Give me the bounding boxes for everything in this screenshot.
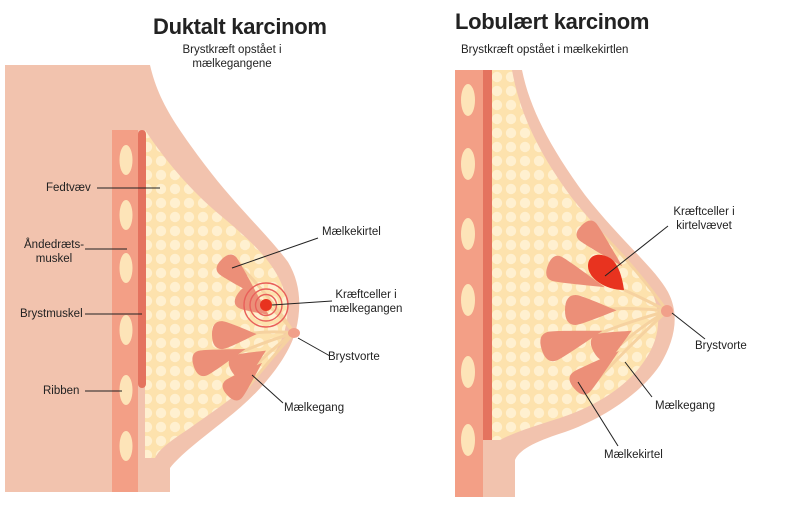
left-lobule-2 [234,286,269,315]
right-lobule-5 [590,330,632,361]
label-left-nipple: Brystvorte [328,351,380,363]
right-lobule-3 [564,294,617,325]
right-cancer-lobule [588,254,624,290]
right-lobule-2 [546,255,605,288]
right-duct-6 [595,309,669,382]
left-rib-4 [119,315,133,345]
right-lobules [540,220,632,395]
label-breathing-muscle: Åndedræts- muskel [24,239,85,265]
left-breast-illustration [5,65,300,492]
right-breast-illustration [455,70,675,497]
right-ribs [461,84,475,456]
left-rib-2 [119,200,133,230]
left-lobule-6 [222,362,263,401]
right-breathing-muscle [483,70,492,440]
right-nipple [661,305,673,317]
leader-left-duct [251,374,284,404]
label-chest-muscle: Brystmuskel [20,308,83,320]
leader-left-gland [231,237,319,269]
right-rib-5 [461,356,475,388]
left-nipple [288,328,300,338]
right-duct-1 [600,232,669,312]
left-rib-3 [119,253,133,283]
label-fat: Fedtvæv [46,182,91,194]
left-rib-5 [119,375,133,405]
label-left-cancer: Kræftceller i mælkegangen [329,289,403,315]
leader-lines [85,187,706,447]
label-left-gland: Mælkekirtel [322,226,381,238]
label-right-cancer: Kræftceller i kirtelvævet [673,206,735,232]
leader-right-cancer [604,225,669,277]
label-ribs: Ribben [43,385,80,397]
left-cancer-marker [243,282,289,328]
right-rib-2 [461,148,475,180]
label-right-nipple: Brystvorte [695,340,747,352]
left-rib-6 [119,431,133,461]
right-lobule-6 [569,351,619,395]
right-lobule-4 [540,330,603,362]
right-subtitle: Brystkræft opstået i mælkekirtlen [461,44,629,56]
right-rib-4 [461,284,475,316]
left-rib-1 [119,145,133,175]
left-subtitle: Brystkræft opstået i mælkegangene [182,44,282,70]
leader-right-gland [577,381,619,447]
left-breathing-muscle [138,130,146,388]
leader-right-duct [624,361,653,398]
right-lobule-1 [576,220,623,267]
left-title: Duktalt karcinom [153,14,327,39]
right-rib-3 [461,218,475,250]
left-duct-6 [246,331,296,388]
left-ribs [119,145,133,461]
left-lobule-4 [228,350,266,380]
label-left-duct: Mælkegang [284,402,345,414]
label-right-gland: Mælkekirtel [604,449,663,461]
left-lobule-3 [211,321,257,350]
right-rib-1 [461,84,475,116]
right-title: Lobulært karcinom [455,9,650,34]
left-lobule-5 [192,348,246,377]
left-lobules [192,254,269,401]
leader-right-nipple [671,312,706,340]
right-rib-6 [461,424,475,456]
leader-left-nipple [297,337,331,357]
label-right-duct: Mælkegang [655,400,716,412]
leader-left-cancer [271,300,333,306]
